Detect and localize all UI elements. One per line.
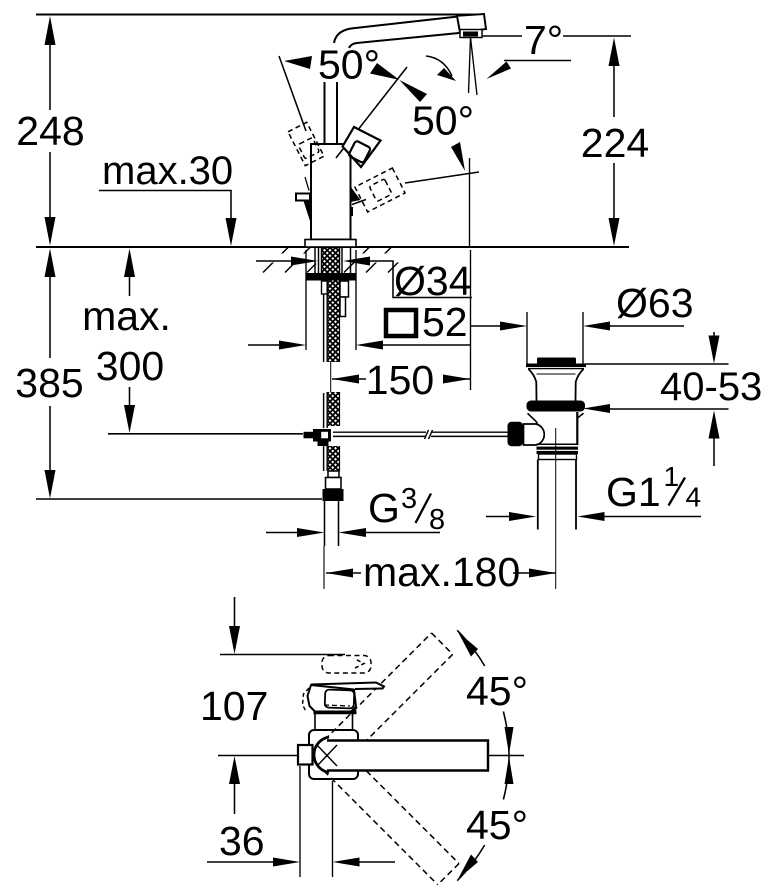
svg-text:50°: 50° [318,42,380,88]
svg-text:8: 8 [429,504,445,536]
svg-text:50°: 50° [412,98,474,144]
svg-text:Ø34: Ø34 [394,258,472,304]
svg-text:4: 4 [686,482,702,513]
svg-text:3: 3 [401,483,417,515]
svg-text:248: 248 [16,108,84,154]
svg-text:150: 150 [366,357,434,403]
svg-text:300: 300 [96,343,164,389]
svg-text:Ø63: Ø63 [616,280,694,326]
svg-text:G1: G1 [606,469,661,515]
svg-text:107: 107 [200,683,268,729]
svg-text:52: 52 [422,299,468,345]
svg-text:1: 1 [664,461,680,492]
svg-text:385: 385 [15,360,83,406]
svg-text:40-53: 40-53 [660,365,762,409]
svg-text:45°: 45° [466,668,528,714]
svg-text:max.: max. [82,293,171,339]
svg-text:G: G [368,485,400,531]
svg-text:36: 36 [219,818,265,864]
svg-text:7°: 7° [524,17,563,63]
svg-text:45°: 45° [466,802,528,848]
svg-text:224: 224 [581,120,649,166]
svg-text:max.30: max.30 [102,149,233,193]
svg-text:max.180: max.180 [363,549,520,595]
